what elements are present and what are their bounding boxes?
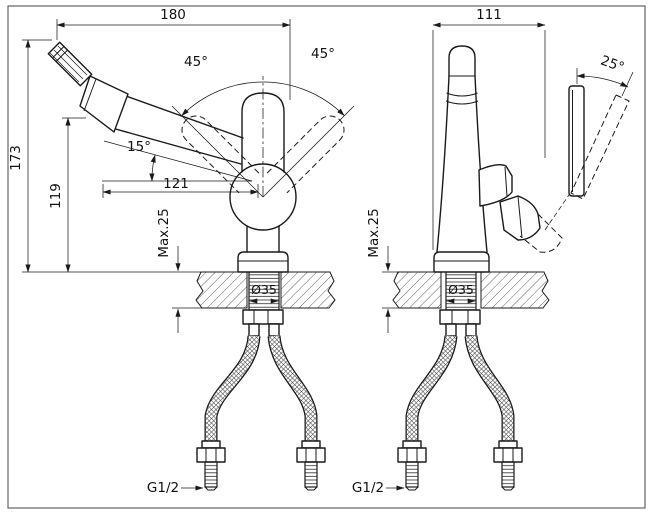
dim-lever-tilt-label: 25° [598, 53, 626, 76]
swing-angle-construction [171, 76, 355, 198]
supply-hose-left [204, 335, 261, 442]
deck-cross-section-front [392, 271, 550, 309]
base-flange-front [433, 251, 490, 273]
dim-spout-reach-label: 121 [163, 176, 189, 192]
side-view-dimensions: 180 173 119 121 45° 45° 15° Max.25 [8, 7, 335, 496]
handle-knob [478, 163, 572, 253]
pivot-circle [229, 163, 297, 231]
front-view: 111 25° Max.25 Ø35 G1/2 [352, 7, 634, 496]
spout-sprayer [47, 41, 93, 87]
lever-angle-construction [576, 68, 634, 97]
dim-hole-diameter-label: Ø35 [251, 282, 277, 297]
hose-fitting-right [296, 440, 326, 491]
deck-cross-section [195, 271, 336, 309]
dim-deck-max-label: Max.25 [156, 208, 172, 257]
front-view-dimensions: 111 25° Max.25 Ø35 G1/2 [352, 7, 626, 496]
supply-hose-right [267, 335, 318, 442]
hose-fitting-right-front [493, 440, 523, 491]
tilt-angle-construction [102, 140, 253, 182]
mounting-nut [242, 309, 284, 325]
dim-deck-max-front-label: Max.25 [366, 208, 382, 257]
drawing-border [7, 5, 646, 509]
handle-knob-dashed [519, 213, 563, 253]
supply-hose-left-front [405, 335, 458, 442]
lever-plate [568, 85, 630, 200]
spout-head [79, 75, 129, 133]
faucet-body-front [436, 45, 488, 253]
dim-overall-height-label: 173 [8, 145, 24, 171]
dim-overall-width-label: 180 [160, 7, 186, 23]
base-flange [237, 251, 289, 273]
lever-plate-dashed [570, 94, 630, 200]
mounting-shank-front [439, 263, 481, 337]
dim-thread-label: G1/2 [147, 480, 179, 496]
mounting-nut-front [439, 309, 481, 325]
dim-swing-right-label: 45° [311, 46, 335, 62]
dim-front-width-label: 111 [476, 7, 502, 23]
hose-fitting-left-front [397, 440, 427, 491]
mounting-shank [242, 263, 284, 337]
dim-hole-diameter-front-label: Ø35 [448, 282, 474, 297]
supply-hose-right-front [464, 335, 515, 442]
dim-swing-left-label: 45° [184, 54, 208, 70]
hose-fitting-left [196, 440, 226, 491]
spout-arm [111, 95, 244, 165]
dim-thread-front-label: G1/2 [352, 480, 384, 496]
dim-spout-tilt-label: 15° [127, 139, 151, 155]
dim-spout-height-label: 119 [48, 183, 64, 209]
side-view: 180 173 119 121 45° 45° 15° Max.25 [8, 7, 355, 496]
